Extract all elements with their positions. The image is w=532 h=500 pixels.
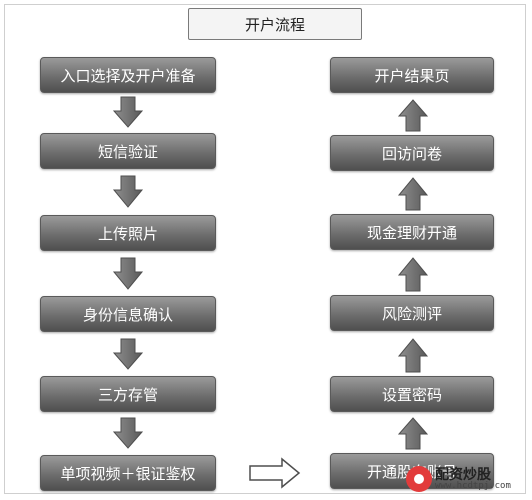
down-arrow-icon [112, 257, 144, 290]
step-account-result: 开户结果页 [330, 57, 494, 93]
watermark-url: www.hcdtpj.com [435, 480, 511, 491]
step-cash-management: 现金理财开通 [330, 214, 494, 250]
up-arrow-icon [397, 257, 429, 292]
step-return-survey: 回访问卷 [330, 135, 494, 171]
step-risk-assessment: 风险测评 [330, 295, 494, 331]
watermark: 配资炒股 www.hcdtpj.com [406, 464, 526, 494]
watermark-text: 配资炒股 www.hcdtpj.com [435, 468, 511, 491]
right-arrow-icon [249, 457, 301, 489]
step-identity-confirm: 身份信息确认 [40, 296, 216, 332]
up-arrow-icon [397, 99, 429, 132]
flow-title: 开户流程 [188, 8, 362, 40]
step-sms-verification: 短信验证 [40, 133, 216, 169]
watermark-title: 配资炒股 [435, 466, 491, 483]
up-arrow-icon [397, 417, 429, 450]
step-upload-photo: 上传照片 [40, 215, 216, 251]
up-arrow-icon [397, 177, 429, 211]
down-arrow-icon [112, 338, 144, 370]
down-arrow-icon [112, 417, 144, 449]
diagram-frame [4, 4, 526, 494]
watermark-logo-icon [406, 466, 432, 492]
step-video-bank-auth: 单项视频＋银证鉴权 [40, 455, 216, 491]
down-arrow-icon [112, 96, 144, 128]
down-arrow-icon [112, 175, 144, 208]
step-set-password: 设置密码 [330, 376, 494, 412]
up-arrow-icon [397, 338, 429, 373]
step-third-party-custody: 三方存管 [40, 376, 216, 412]
step-entry-preparation: 入口选择及开户准备 [40, 57, 216, 93]
